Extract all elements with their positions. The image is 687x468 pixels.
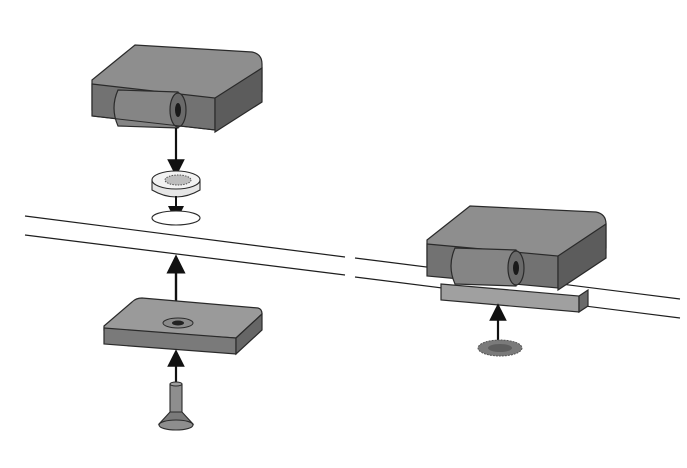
base-plate-side	[578, 288, 589, 314]
screw-head-base	[158, 419, 194, 431]
hinge-block-side-face	[214, 66, 263, 134]
knurled-washer	[151, 170, 201, 198]
adhesive-pad-center	[488, 344, 512, 352]
washer-knurl	[164, 174, 192, 186]
mounting-plate	[103, 297, 263, 356]
assembled-side-face	[557, 222, 607, 292]
washer-seat-outline	[151, 210, 201, 226]
hinge-block-edge	[91, 115, 216, 131]
base-plate-assembled	[440, 283, 589, 314]
plate-side-face	[235, 312, 263, 356]
hinge-pin-hole	[175, 103, 181, 117]
rail-line-upper-left	[24, 215, 346, 258]
hinge-block-assembled	[426, 205, 607, 292]
rail-line-lower-left	[24, 234, 346, 276]
assembled-pin-hole	[513, 261, 519, 275]
screw-tip	[169, 381, 183, 387]
plate-hole	[172, 320, 184, 326]
hinge-block-exploded	[91, 44, 263, 134]
countersunk-screw	[157, 381, 195, 431]
screw-shank	[169, 383, 183, 415]
